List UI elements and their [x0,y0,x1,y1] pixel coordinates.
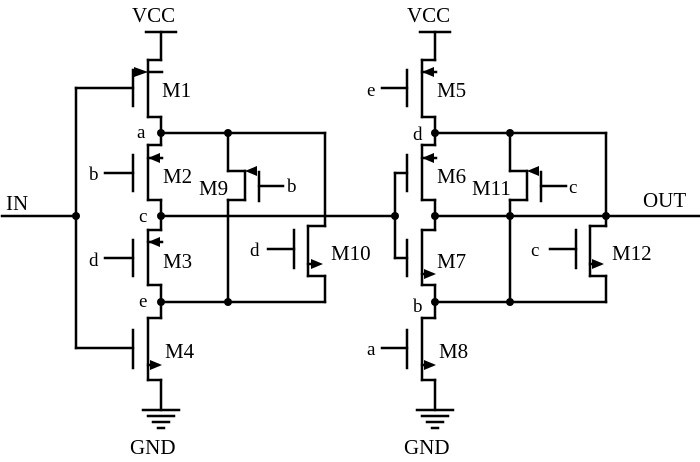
node-e-label: e [139,291,147,312]
m11-gate-label: c [569,177,577,198]
m11-label: M11 [472,176,511,200]
m2-gate-label: b [89,164,99,185]
node-c-label: c [139,206,147,227]
transistor-m12: c M12 [531,131,652,304]
m5-label: M5 [437,78,466,102]
m9-label: M9 [199,176,228,200]
junction-in [72,212,80,220]
transistor-m6: M6 [393,131,466,202]
node-b-label: b [413,296,423,317]
gnd-label-left: GND [130,435,176,459]
input-label: IN [6,191,28,215]
transistor-m9: M9 b [199,131,297,304]
vcc-rail-left: VCC [132,3,178,62]
transistor-m4: M4 [74,300,195,382]
vcc-rail-right: VCC [407,3,452,62]
m9-gate-label: b [287,176,297,197]
output-label: OUT [643,188,686,212]
m3-gate-label: d [89,250,99,271]
transistor-m2: b M2 [89,131,192,202]
m8-gate-label: a [367,339,376,360]
transistor-m1: M1 [74,58,191,119]
junction-e2 [224,298,232,306]
m6-label: M6 [437,164,466,188]
m1-label: M1 [162,78,191,102]
m3-label: M3 [163,249,192,273]
transistor-m7: M7 [393,214,466,287]
transistor-m5: e M5 [367,58,466,119]
input-port: IN [0,86,80,350]
m10-gate-label: d [250,240,260,261]
m7-label: M7 [437,249,466,273]
node-a-label: a [137,122,146,143]
transistor-m8: a M8 [367,300,468,382]
transistor-m11: M11 c [472,131,577,218]
m8-label: M8 [439,339,468,363]
gnd-rail-left: GND [130,378,181,459]
m12-gate-label: c [531,240,539,261]
transistor-m3: d M3 [89,214,192,287]
gnd-rail-right: GND [404,378,455,459]
m10-label: M10 [331,241,371,265]
transistor-m10: d M10 [250,131,371,304]
node-d-label: d [413,124,423,145]
vcc-label-right: VCC [407,3,450,27]
vcc-label-left: VCC [132,3,175,27]
m12-label: M12 [612,241,652,265]
gnd-label-right: GND [404,435,450,459]
m5-gate-label: e [367,80,375,101]
m4-label: M4 [165,339,195,363]
m2-label: M2 [163,164,192,188]
